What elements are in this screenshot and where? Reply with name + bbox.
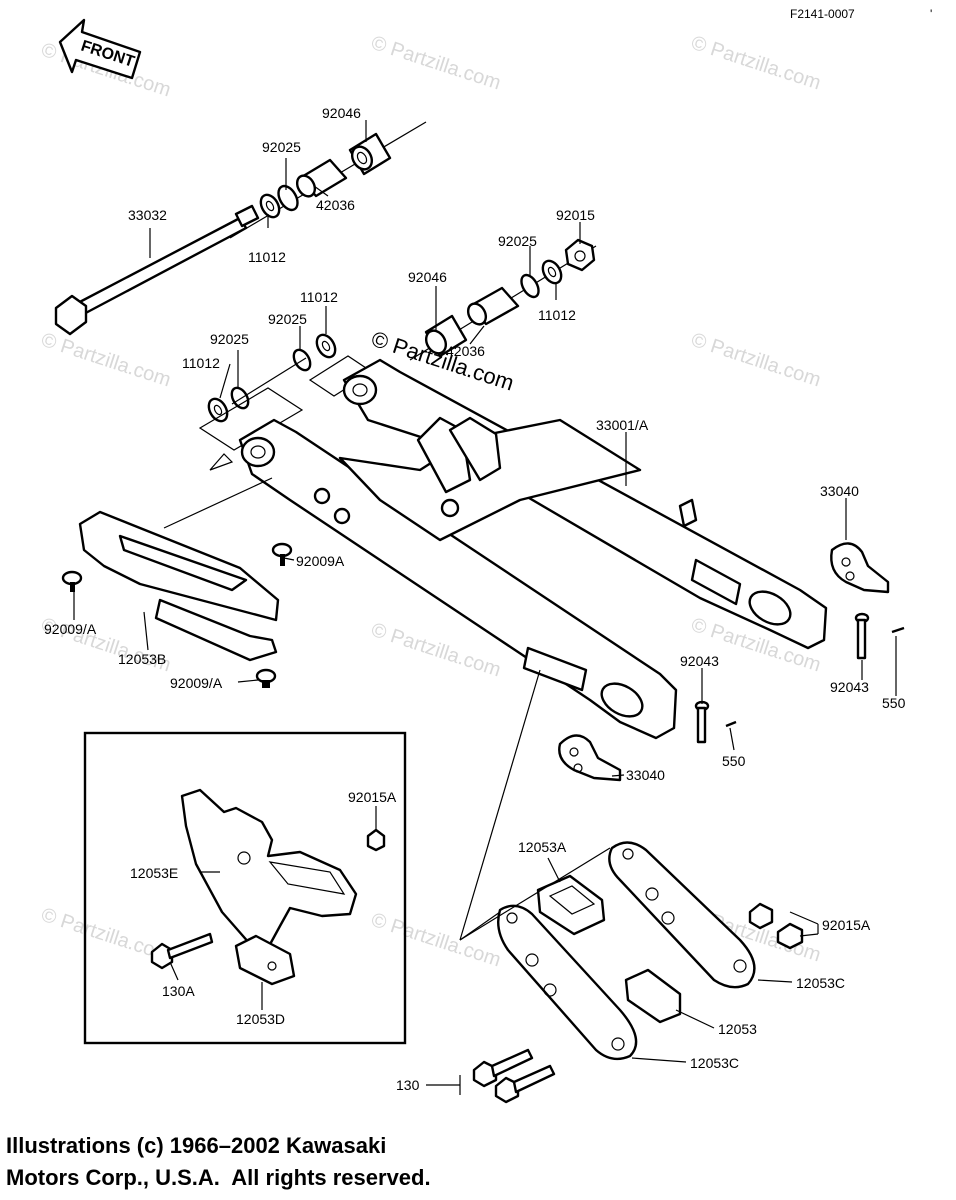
cotter-pin-550-right bbox=[891, 626, 905, 634]
washer-92025-left-lower bbox=[230, 386, 250, 410]
guide-plate-12053C-lower bbox=[497, 904, 638, 1061]
label-33032: 33032 bbox=[128, 207, 167, 223]
label-33001: 33001/A bbox=[596, 417, 649, 433]
watermark-text: © Partzilla.com bbox=[368, 909, 503, 972]
pin-92043-right bbox=[854, 612, 870, 660]
label-92046-top: 92046 bbox=[322, 105, 361, 121]
part-labels: 92046 92025 42036 11012 33032 92015 9202… bbox=[44, 105, 906, 1093]
label-92015A-inset: 92015A bbox=[348, 789, 397, 805]
seal-11012-left-upper bbox=[315, 333, 337, 359]
nut-92015A-lower bbox=[776, 922, 804, 950]
label-92009-lower: 92009/A bbox=[170, 675, 223, 691]
chain-adjuster-33040-left bbox=[558, 734, 622, 782]
label-11012-top: 11012 bbox=[248, 249, 286, 265]
axle-bolt-33032 bbox=[54, 204, 260, 336]
seal-11012-left-lower bbox=[207, 397, 229, 423]
label-33040-right: 33040 bbox=[820, 483, 859, 499]
label-12053B: 12053B bbox=[118, 651, 166, 667]
bolt-130A bbox=[150, 932, 214, 970]
guide-block-12053A bbox=[536, 874, 606, 936]
cotter-pin-550-left bbox=[725, 720, 737, 728]
watermark-text: © Partzilla.com bbox=[688, 329, 823, 392]
copyright-notice: Illustrations (c) 1966–2002 Kawasaki Mot… bbox=[6, 1130, 431, 1194]
label-550-right: 550 bbox=[882, 695, 906, 711]
watermark-text: © Partzilla.com bbox=[368, 32, 503, 95]
copyright-line-1: Illustrations (c) 1966–2002 Kawasaki bbox=[6, 1133, 387, 1158]
collar-92046-top bbox=[348, 132, 392, 176]
bolt-130-upper bbox=[472, 1048, 534, 1088]
label-12053D: 12053D bbox=[236, 1011, 285, 1027]
label-92025-left-upper: 92025 bbox=[268, 311, 307, 327]
label-130: 130 bbox=[396, 1077, 420, 1093]
label-92046-right: 92046 bbox=[408, 269, 447, 285]
watermark-text: © Partzilla.com bbox=[38, 329, 173, 392]
label-12053E: 12053E bbox=[130, 865, 178, 881]
label-92009A: 92009A bbox=[296, 553, 345, 569]
nut-92015A-inset bbox=[366, 828, 386, 852]
label-11012-right: 11012 bbox=[538, 307, 576, 323]
label-92015: 92015 bbox=[556, 207, 595, 223]
guide-plate-12053C-upper bbox=[608, 841, 756, 989]
washer-92025-top bbox=[277, 184, 299, 212]
inset-box bbox=[83, 731, 407, 1045]
bolt-130-lower bbox=[494, 1064, 556, 1104]
leader-lines bbox=[73, 120, 897, 1095]
label-42036-right: 42036 bbox=[446, 343, 485, 359]
label-92009-left: 92009/A bbox=[44, 621, 97, 637]
figure-tick: ' bbox=[930, 7, 932, 21]
pin-92043-left bbox=[694, 700, 710, 744]
bolt-92009-left bbox=[61, 570, 83, 592]
guide-block-12053D bbox=[234, 934, 296, 986]
sleeve-42036-top bbox=[295, 158, 348, 198]
seal-11012-right bbox=[541, 259, 563, 285]
label-11012-left-upper: 11012 bbox=[300, 289, 338, 305]
label-42036-top: 42036 bbox=[316, 197, 355, 213]
label-12053: 12053 bbox=[718, 1021, 757, 1037]
label-12053C-upper: 12053C bbox=[796, 975, 845, 991]
label-11012-left-lower: 11012 bbox=[182, 355, 220, 371]
chain-adjuster-33040-right bbox=[830, 542, 890, 594]
label-92025-top: 92025 bbox=[262, 139, 301, 155]
copyright-line-2: Motors Corp., U.S.A. All rights reserved… bbox=[6, 1165, 431, 1190]
label-92043-right: 92043 bbox=[830, 679, 869, 695]
label-92015A-right: 92015A bbox=[822, 917, 871, 933]
nut-92015 bbox=[564, 238, 596, 272]
chain-slider-12053B bbox=[78, 477, 280, 662]
label-130A: 130A bbox=[162, 983, 195, 999]
washer-92025-right bbox=[520, 273, 540, 299]
label-33040-left: 33040 bbox=[626, 767, 665, 783]
sleeve-42036-right bbox=[466, 286, 520, 326]
bolt-92009-lower bbox=[255, 668, 277, 688]
bolt-92009a bbox=[271, 542, 293, 566]
watermark-text: © Partzilla.com bbox=[688, 32, 823, 95]
label-92043-left: 92043 bbox=[680, 653, 719, 669]
nut-92015A-upper bbox=[748, 902, 774, 930]
figure-code: F2141-0007 bbox=[790, 7, 855, 21]
label-12053A: 12053A bbox=[518, 839, 567, 855]
label-12053C-lower: 12053C bbox=[690, 1055, 739, 1071]
label-92025-left-lower: 92025 bbox=[210, 331, 249, 347]
label-550-left: 550 bbox=[722, 753, 746, 769]
seal-11012-top bbox=[259, 193, 281, 219]
swingarm-33001 bbox=[238, 358, 828, 740]
chain-guide-12053E bbox=[180, 788, 358, 950]
label-92025-right: 92025 bbox=[498, 233, 537, 249]
guide-block-12053 bbox=[624, 968, 682, 1024]
